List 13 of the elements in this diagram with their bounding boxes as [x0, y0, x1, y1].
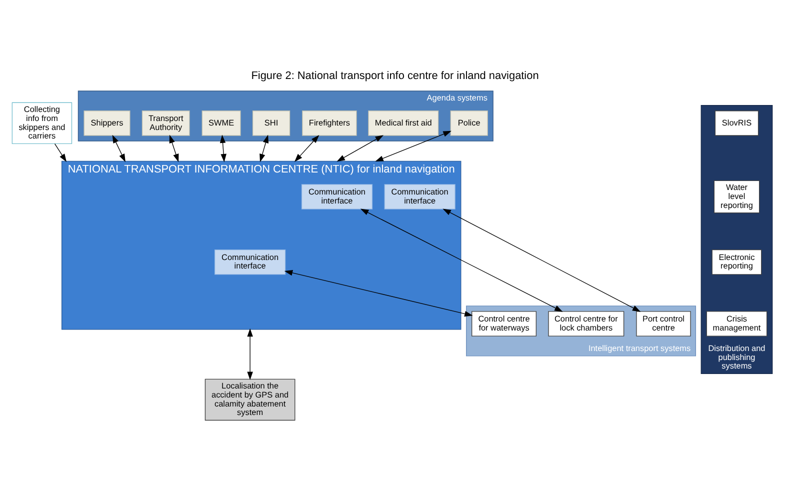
arrow — [168, 134, 178, 162]
arrow — [246, 328, 252, 380]
arrow — [360, 208, 562, 312]
diagram-title: Figure 2: National transport info centre for inland navigation — [250, 70, 538, 82]
arrow — [336, 134, 384, 162]
arrow — [442, 208, 640, 312]
arrow — [259, 134, 268, 162]
arrow — [284, 270, 472, 316]
arrow — [294, 134, 319, 162]
arrow — [112, 134, 125, 162]
arrow — [219, 134, 226, 162]
arrow — [374, 130, 451, 162]
arrow — [54, 142, 66, 162]
